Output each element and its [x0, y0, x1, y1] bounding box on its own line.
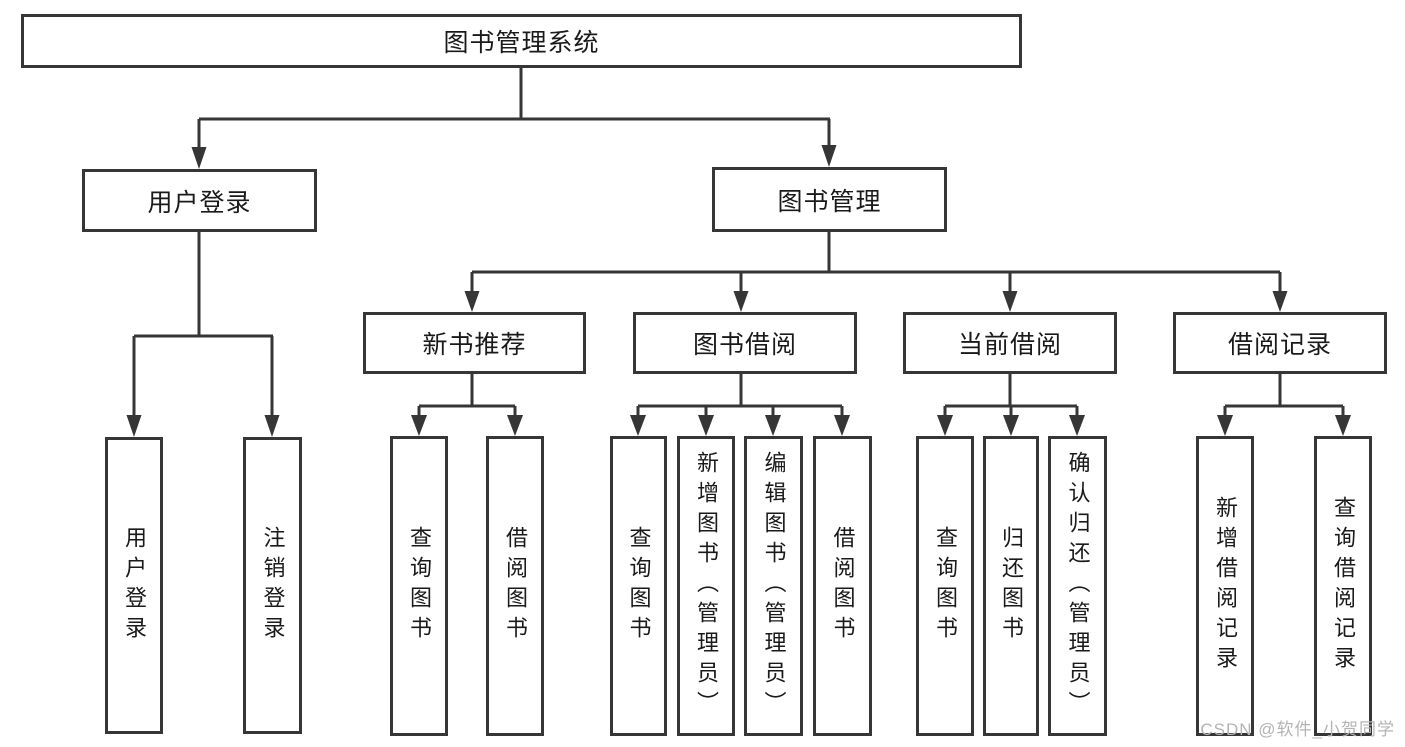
leaf-label: 查询图书	[626, 526, 652, 646]
leaf-label: 用户登录	[122, 525, 147, 646]
leaf-logout: 注销登录	[243, 437, 302, 734]
leaf-return-books: 归还图书	[983, 436, 1039, 736]
leaf-label: 注销登录	[260, 525, 286, 646]
leaf-label: 查询图书	[933, 526, 958, 646]
leaf-label: 查询图书	[407, 526, 432, 646]
node-book-borrow: 图书借阅	[633, 312, 857, 374]
leaf-label: 编辑图书（管理员）	[761, 451, 787, 721]
leaf-label: 查询借阅记录	[1331, 496, 1356, 676]
leaf-label: 新增借阅记录	[1213, 496, 1238, 676]
leaf-query-borrow-record: 查询借阅记录	[1314, 436, 1372, 736]
node-label: 当前借阅	[957, 331, 1062, 359]
leaf-borrow-books: 借阅图书	[813, 436, 872, 736]
leaf-add-borrow-record: 新增借阅记录	[1196, 436, 1254, 736]
leaf-add-books-admin: 新增图书（管理员）	[677, 436, 735, 736]
node-root: 图书管理系统	[21, 14, 1022, 68]
leaf-label: 借阅图书	[503, 526, 528, 646]
leaf-query-books-current: 查询图书	[916, 436, 974, 736]
node-label: 图书管理	[777, 187, 882, 216]
watermark: CSDN @软件_小贺同学	[1200, 720, 1395, 739]
node-label: 新书推荐	[422, 331, 527, 359]
node-label: 用户登录	[147, 188, 252, 217]
node-borrow-records: 借阅记录	[1173, 312, 1387, 374]
leaf-label: 借阅图书	[830, 526, 856, 646]
leaf-query-books-borrow: 查询图书	[610, 436, 667, 736]
node-label: 借阅记录	[1227, 331, 1332, 359]
leaf-label: 归还图书	[999, 526, 1024, 646]
node-current-borrow: 当前借阅	[903, 312, 1117, 374]
leaf-user-login: 用户登录	[105, 437, 163, 734]
node-label: 图书管理系统	[443, 29, 600, 57]
leaf-edit-books-admin: 编辑图书（管理员）	[744, 436, 803, 736]
node-user-login: 用户登录	[82, 169, 317, 232]
leaf-borrow-books-recommend: 借阅图书	[486, 436, 544, 736]
node-label: 图书借阅	[692, 331, 797, 359]
leaf-query-books-recommend: 查询图书	[390, 436, 448, 736]
node-book-management: 图书管理	[712, 167, 947, 232]
leaf-label: 新增图书（管理员）	[694, 451, 719, 721]
leaf-label: 确认归还（管理员）	[1065, 451, 1091, 721]
leaf-confirm-return-admin: 确认归还（管理员）	[1048, 436, 1107, 736]
node-new-book-recommend: 新书推荐	[363, 312, 586, 374]
